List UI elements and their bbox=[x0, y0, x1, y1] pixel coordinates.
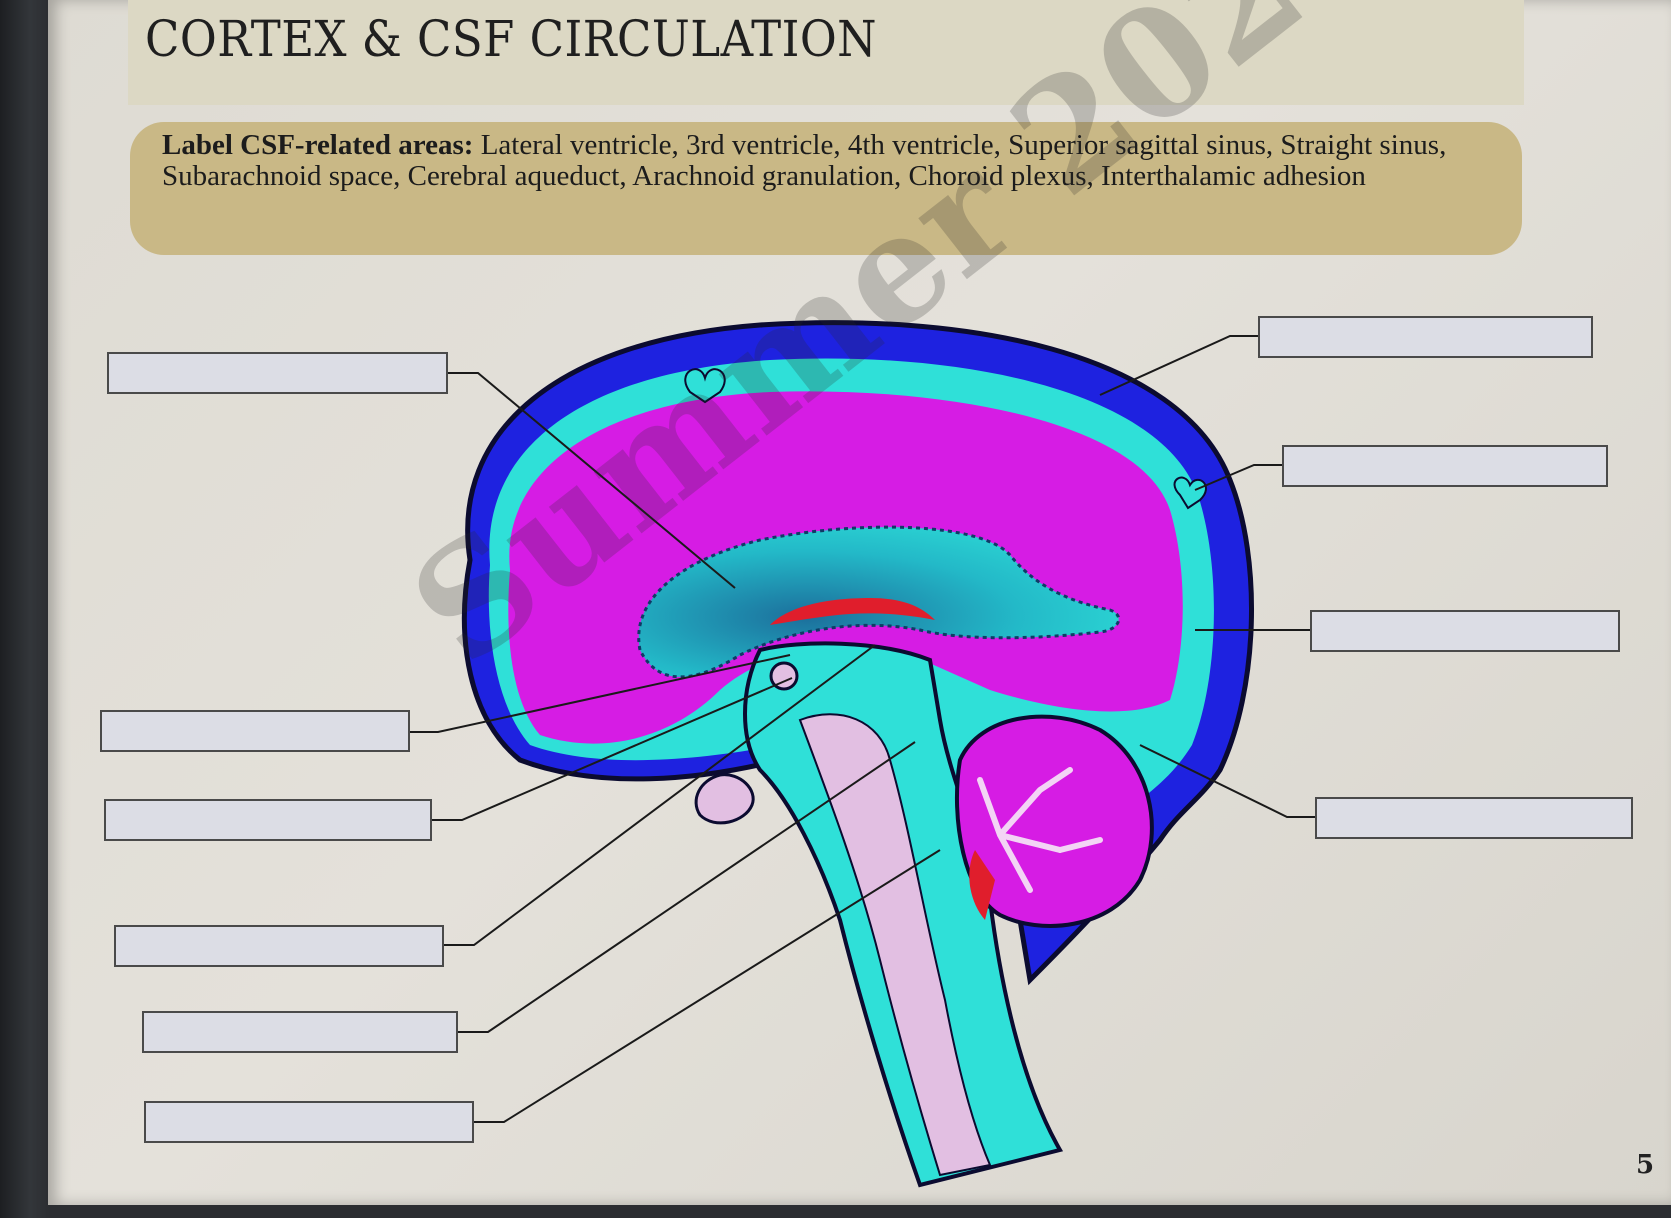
leader-line-right-1 bbox=[1099, 335, 1258, 396]
instructions-terms: Lateral ventricle, 3rd ventricle, 4th ve… bbox=[162, 129, 1447, 192]
arachnoid-granulation-side bbox=[1173, 476, 1207, 510]
leader-line-right-2 bbox=[1194, 464, 1282, 491]
leader-line-left-6 bbox=[474, 849, 941, 1123]
leader-line-left-3 bbox=[432, 677, 793, 821]
leader-line-left-4 bbox=[444, 644, 876, 946]
label-box-left-5[interactable] bbox=[142, 1011, 458, 1053]
leader-lines bbox=[410, 335, 1315, 1123]
leader-line-right-4 bbox=[1139, 744, 1315, 818]
label-box-right-1[interactable] bbox=[1258, 316, 1593, 358]
pituitary bbox=[694, 773, 755, 825]
label-box-left-6[interactable] bbox=[144, 1101, 474, 1143]
cerebellum-arbor bbox=[977, 767, 1103, 893]
label-box-right-2[interactable] bbox=[1282, 445, 1608, 487]
choroid-plexus-upper bbox=[770, 598, 935, 625]
instructions-heading: Label CSF-related areas: bbox=[162, 129, 474, 161]
leader-line-left-5 bbox=[458, 741, 916, 1033]
label-box-left-2[interactable] bbox=[100, 710, 410, 752]
choroid-plexus-fourth bbox=[969, 850, 995, 920]
leader-line-left-2 bbox=[410, 654, 791, 733]
page-number: 5 bbox=[1636, 1150, 1655, 1180]
leader-line-left-1 bbox=[448, 372, 736, 589]
arachnoid-granulation-top bbox=[684, 368, 726, 404]
instructions-panel: Label CSF-related areas: Lateral ventric… bbox=[130, 122, 1522, 255]
label-box-left-1[interactable] bbox=[107, 352, 448, 394]
label-box-right-4[interactable] bbox=[1315, 797, 1633, 839]
label-box-left-4[interactable] bbox=[114, 925, 444, 967]
label-box-right-3[interactable] bbox=[1310, 610, 1620, 652]
interthalamic-adhesion bbox=[769, 661, 799, 691]
title-bar bbox=[128, 0, 1524, 105]
page-title: CORTEX & CSF CIRCULATION bbox=[145, 10, 877, 68]
label-box-left-3[interactable] bbox=[104, 799, 432, 841]
